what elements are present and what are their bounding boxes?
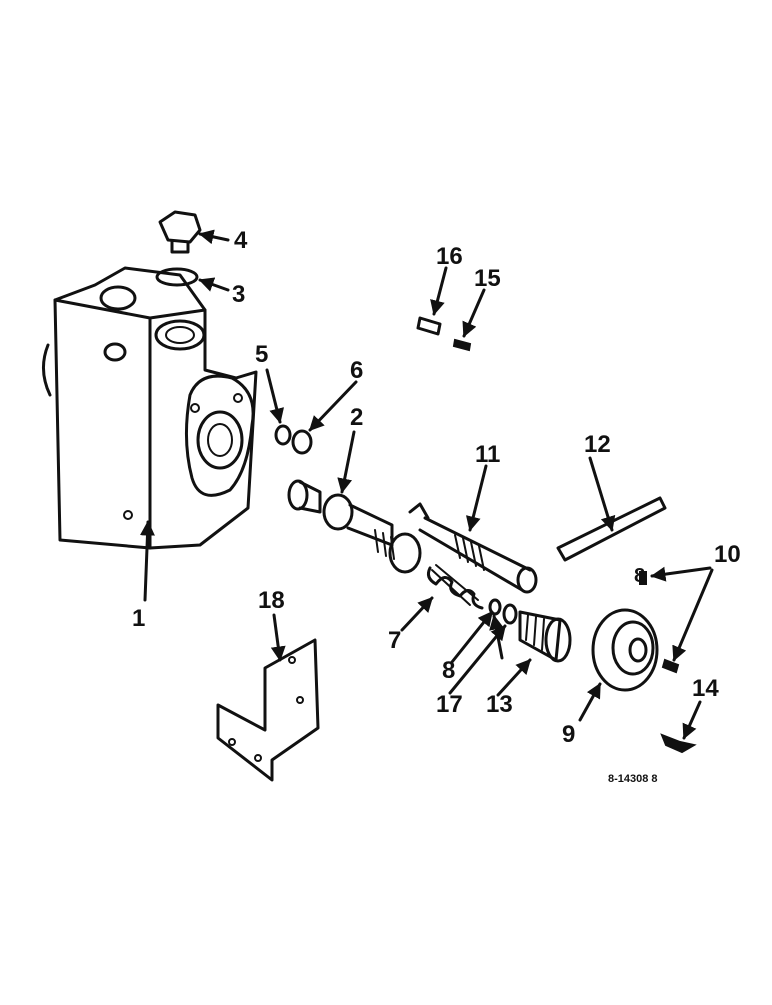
callout-9: 9 xyxy=(562,721,575,748)
callout-16: 16 xyxy=(436,243,463,270)
callout-6: 6 xyxy=(350,357,363,384)
shaft-part-11 xyxy=(408,502,538,594)
callout-15: 15 xyxy=(474,265,501,292)
callout-17: 17 xyxy=(436,691,463,718)
callout-8: 8 xyxy=(442,657,455,684)
callout-2: 2 xyxy=(350,404,363,431)
callout-1: 1 xyxy=(132,605,145,632)
callout-13: 13 xyxy=(486,691,513,718)
callout-11: 11 xyxy=(475,441,500,468)
callout-labels: 4 3 1 2 5 6 7 11 12 16 15 8 17 13 9 10 8… xyxy=(132,227,741,785)
washer-part-5 xyxy=(274,424,292,446)
valve-body-part-1 xyxy=(42,266,258,550)
callout-3: 3 xyxy=(232,281,245,308)
plug-part-4 xyxy=(158,210,202,254)
bracket-part-18 xyxy=(216,638,320,782)
rod-part-12 xyxy=(556,496,667,562)
ring-part-6 xyxy=(291,429,313,455)
callout-8-b: 8 xyxy=(634,565,645,587)
spool-part-2 xyxy=(287,479,422,574)
washer-part-8 xyxy=(488,598,502,616)
pin-part-16 xyxy=(416,316,442,336)
screw-part-10 xyxy=(661,658,680,674)
callout-4: 4 xyxy=(234,227,248,254)
o-ring-part-17 xyxy=(502,603,518,625)
drawing-number: 8-14308 8 xyxy=(608,773,658,785)
spring-part-7 xyxy=(427,564,484,610)
screw-part-15 xyxy=(452,338,472,352)
callout-10: 10 xyxy=(714,541,741,568)
cap-part-13 xyxy=(518,610,572,663)
plate-part-9 xyxy=(591,608,659,692)
screw-part-8-b xyxy=(639,571,647,585)
callout-7: 7 xyxy=(388,627,401,654)
leader-lines xyxy=(139,229,714,740)
fitting-part-14 xyxy=(660,733,697,754)
callout-18: 18 xyxy=(258,587,285,614)
o-ring-part-3 xyxy=(155,267,199,287)
callout-14: 14 xyxy=(692,675,719,702)
callout-5: 5 xyxy=(255,341,268,368)
callout-12: 12 xyxy=(584,431,611,458)
